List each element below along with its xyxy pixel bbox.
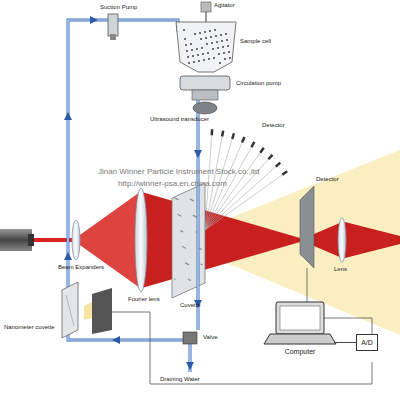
- part-label: Valve: [203, 334, 218, 341]
- watermark: http://winner-psa.en.china.com: [118, 180, 227, 189]
- node-text: Computer: [264, 348, 336, 355]
- part-label: Draining Water: [160, 376, 200, 383]
- part-label: Ultrasound transducer: [150, 116, 209, 123]
- part-label: Cuvette: [180, 302, 201, 309]
- computer-node: Computer: [264, 300, 336, 355]
- watermark: Jinan Winner Particle Instrument Stock c…: [98, 168, 259, 177]
- part-label: Lens: [334, 266, 347, 273]
- signal-connector: [334, 342, 356, 343]
- part-label: Fourier lens: [128, 296, 160, 303]
- part-label: Agitator: [214, 2, 235, 9]
- part-label: Sample cell: [240, 38, 271, 45]
- ad-converter-box: A/D: [356, 334, 378, 351]
- part-label: Circulation pump: [236, 80, 281, 87]
- part-label: Beam Expanders: [58, 264, 104, 271]
- part-label: Detector: [262, 122, 285, 129]
- part-label: Suction Pump: [100, 4, 137, 11]
- part-label: Detector: [316, 176, 339, 183]
- part-label: Nanometer cuvette: [4, 324, 55, 331]
- node-text: A/D: [357, 339, 377, 346]
